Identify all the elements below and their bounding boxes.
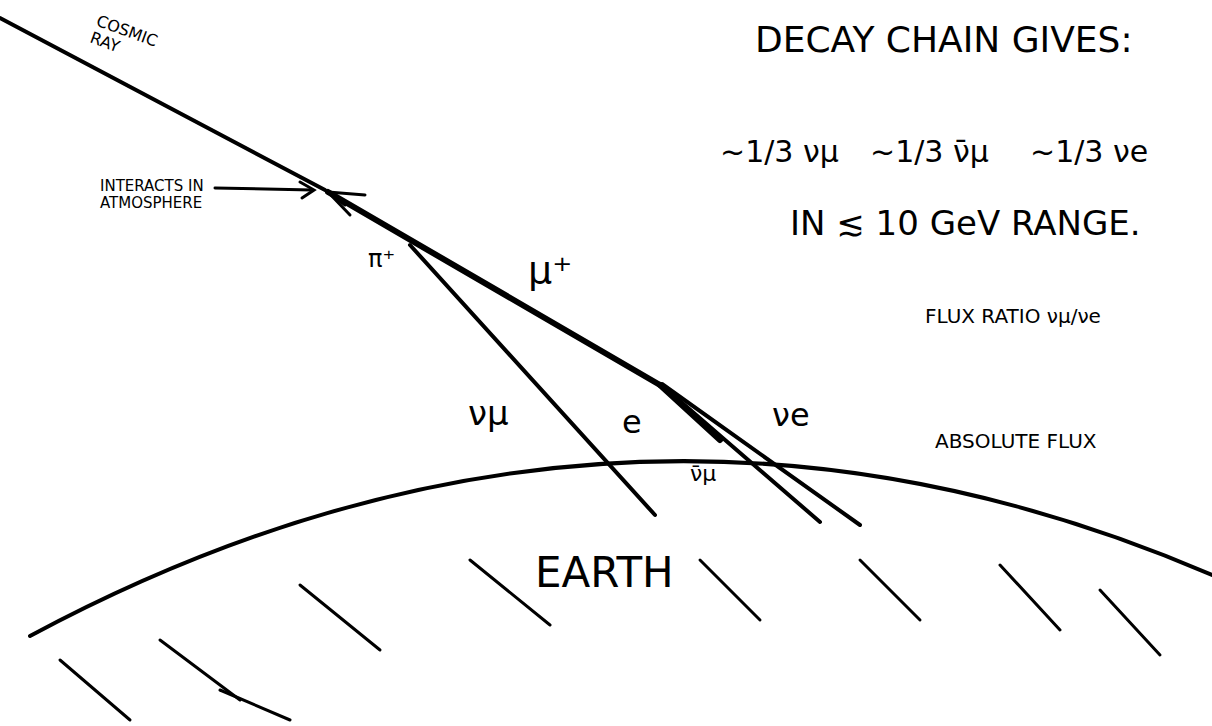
numu-track <box>410 245 655 515</box>
text-label: π⁺ <box>368 246 395 272</box>
text-label: EARTH <box>535 550 674 596</box>
text-label: IN ≲ 10 GeV RANGE. <box>790 205 1141 242</box>
text-label: INTERACTS IN ATMOSPHERE <box>100 178 215 211</box>
interaction-spray <box>328 192 350 215</box>
nue-track <box>662 384 860 525</box>
pion-muon-track <box>328 192 660 385</box>
text-label: FLUX RATIO νμ/νe <box>925 305 1101 327</box>
text-label: μ⁺ <box>528 250 572 292</box>
text-label: νμ <box>468 395 509 432</box>
text-label: ~1/3 νμ <box>720 135 839 168</box>
text-label: ~1/3 νe <box>1030 135 1148 168</box>
text-label: e <box>622 405 642 440</box>
text-label: ν̄μ <box>690 462 716 486</box>
text-label: νe <box>772 398 810 433</box>
antinumu-track <box>665 388 820 522</box>
interaction-spray <box>328 192 345 205</box>
earth-surface <box>30 461 1212 636</box>
leader-arrow <box>215 188 312 190</box>
text-label: COSMIC RAY <box>88 12 156 66</box>
text-label: ~1/3 ν̄μ <box>870 135 989 168</box>
leader-arrowhead <box>300 182 314 198</box>
text-label: DECAY CHAIN GIVES: <box>755 20 1133 60</box>
cosmic-ray-line <box>0 18 325 190</box>
text-label: ABSOLUTE FLUX <box>935 430 1096 452</box>
